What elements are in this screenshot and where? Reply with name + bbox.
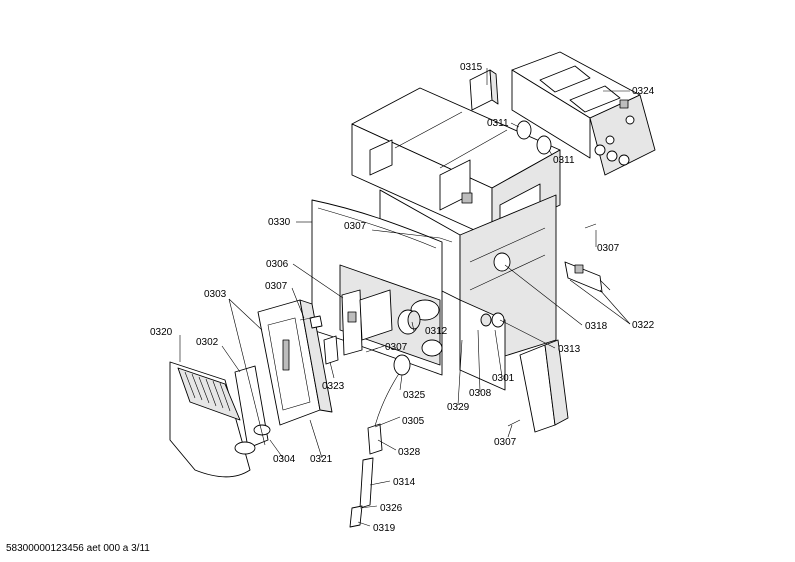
leader-lines (179, 68, 631, 527)
label-0326: 0326 (380, 503, 403, 514)
label-0314: 0314 (393, 477, 416, 488)
drip-tray (169, 361, 251, 478)
label-0311-b: 0311 (553, 155, 575, 166)
label-0328: 0328 (398, 447, 421, 458)
spout (234, 365, 271, 455)
label-0301: 0301 (492, 373, 515, 384)
right-side-parts (480, 252, 611, 328)
label-0329: 0329 (447, 402, 470, 413)
label-0307-e: 0307 (494, 437, 517, 448)
caps-0311 (516, 120, 552, 155)
label-0313: 0313 (558, 344, 581, 355)
label-0307-a: 0307 (344, 221, 367, 232)
valve-block (511, 51, 656, 176)
label-0312: 0312 (425, 326, 448, 337)
label-0324: 0324 (632, 86, 655, 97)
label-0323: 0323 (322, 381, 345, 392)
label-0311-a: 0311 (487, 118, 509, 129)
main-housing (351, 87, 569, 433)
label-0307-c: 0307 (265, 281, 288, 292)
label-0320: 0320 (150, 327, 173, 338)
label-0305: 0305 (402, 416, 425, 427)
part-labels: 0315 0324 0311 0311 0330 0307 0307 0306 … (150, 62, 655, 534)
label-0319: 0319 (373, 523, 396, 534)
bracket (341, 289, 393, 356)
label-0318: 0318 (585, 321, 608, 332)
label-0322: 0322 (632, 320, 655, 331)
label-0307-b: 0307 (597, 243, 620, 254)
label-0307-d: 0307 (385, 342, 408, 353)
label-0304: 0304 (273, 454, 296, 465)
label-0325: 0325 (403, 390, 426, 401)
label-0308: 0308 (469, 388, 492, 399)
knob (397, 309, 421, 335)
label-0302: 0302 (196, 337, 219, 348)
label-0330: 0330 (268, 217, 291, 228)
label-0306: 0306 (266, 259, 289, 270)
drawing-id-footer: 58300000123456 aet 000 a 3/11 (6, 543, 150, 554)
hose-assembly (349, 354, 411, 528)
label-0321: 0321 (310, 454, 333, 465)
bracket-0315 (469, 69, 499, 111)
small-parts (309, 315, 339, 365)
cover-0321 (257, 299, 333, 426)
label-0315: 0315 (460, 62, 483, 73)
label-0303: 0303 (204, 289, 227, 300)
